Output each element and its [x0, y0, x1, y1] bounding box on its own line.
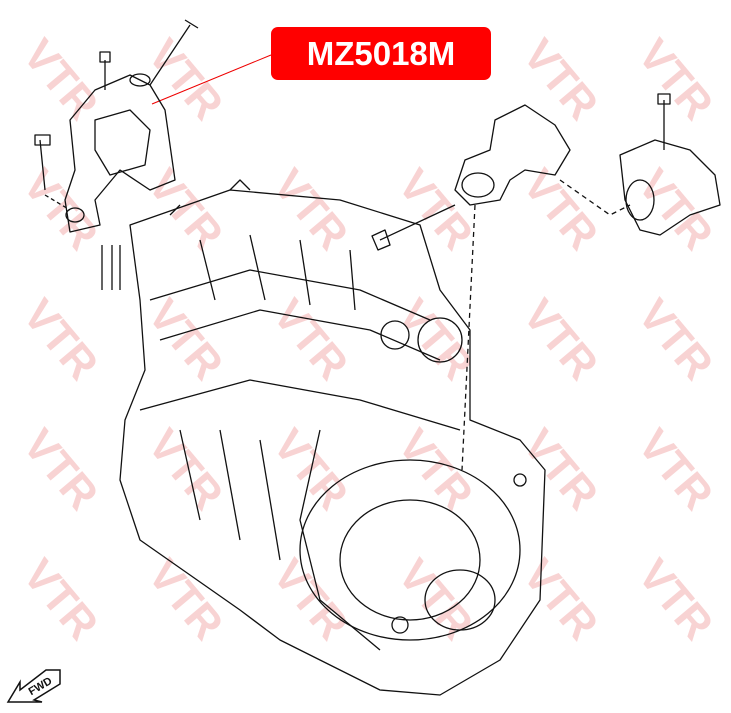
fwd-arrow-icon: FWD: [6, 669, 61, 703]
right-engine-mount: [559, 93, 721, 236]
engine-block: [119, 179, 546, 696]
leader-line: [151, 54, 272, 105]
center-engine-mount: [371, 104, 571, 471]
part-number-label: MZ5018M: [271, 27, 491, 80]
left-engine-mount: [34, 19, 199, 290]
